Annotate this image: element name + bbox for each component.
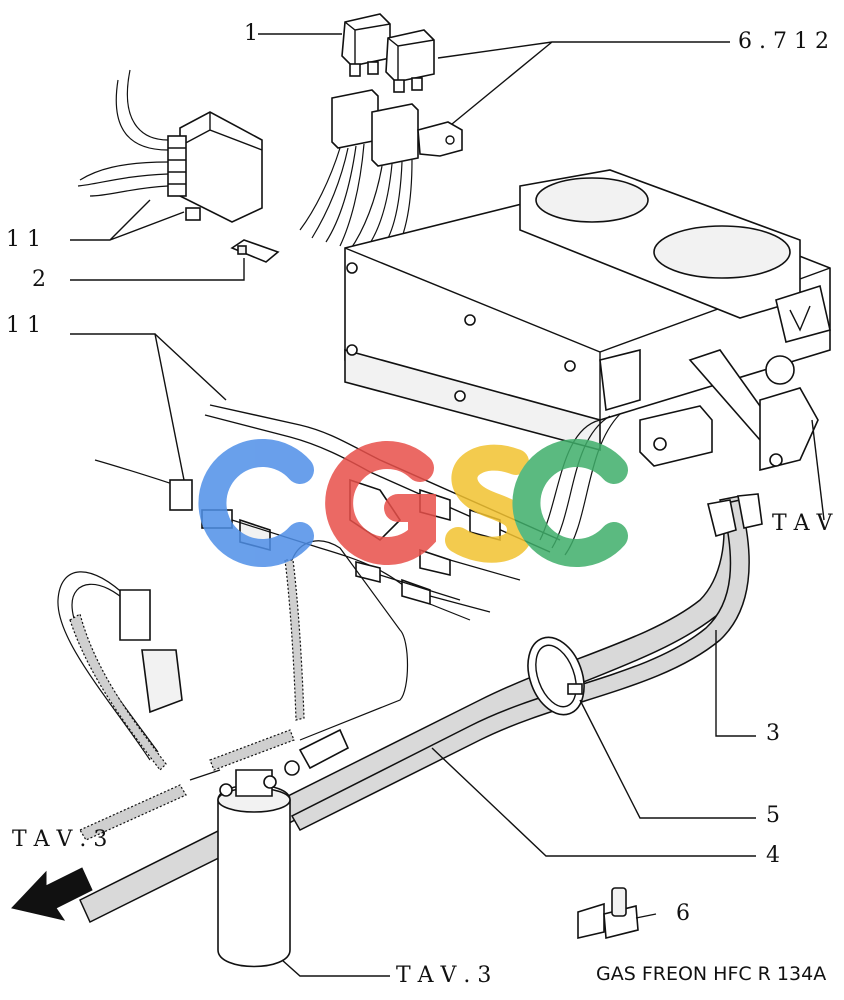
- pressure-switch: [57, 571, 221, 841]
- label-2: 2: [32, 267, 46, 292]
- label-4: 4: [766, 843, 780, 868]
- label-11-a: 1 1: [6, 227, 41, 252]
- label-1-top: 1: [244, 21, 258, 46]
- caption-gas-freon: GAS FREON HFC R 134A: [596, 963, 826, 985]
- quick-fitting: [577, 887, 657, 940]
- label-6-bottom: 6: [676, 901, 690, 926]
- receiver-dryer: [217, 769, 291, 968]
- fuse: [230, 239, 280, 263]
- direction-arrow-icon: [11, 867, 93, 921]
- label-tav3-left: T A V . 3: [12, 827, 107, 852]
- watermark-logo: [198, 439, 628, 567]
- label-tav-right: T A V: [772, 511, 834, 536]
- label-3: 3: [766, 721, 780, 746]
- coiled-lead: [209, 540, 409, 771]
- hose-clamp: [527, 636, 585, 716]
- label-11-b: 1 1: [6, 313, 41, 338]
- label-tav3-bottom: T A V . 3: [396, 963, 491, 988]
- label-6-7-12: 6 . 7 1 2: [738, 29, 829, 54]
- connector-block: [77, 69, 263, 223]
- leader-lines: [70, 33, 825, 977]
- label-5: 5: [766, 803, 780, 828]
- relay-1: [341, 13, 391, 77]
- refrigerant-hoses: [79, 493, 763, 924]
- expansion-valve: [539, 349, 819, 556]
- relay-2: [385, 29, 435, 93]
- relay-sockets: [299, 89, 463, 259]
